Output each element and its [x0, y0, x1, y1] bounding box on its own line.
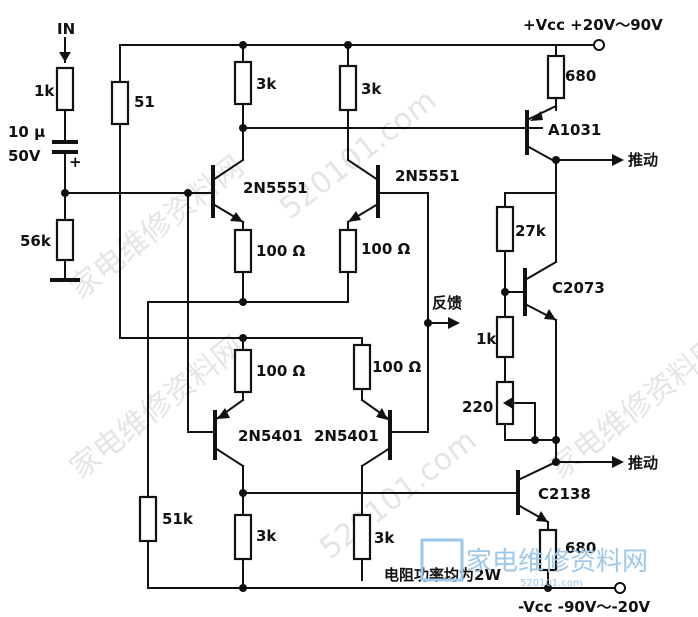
resistor-27k [495, 205, 515, 253]
feedback-arrow-icon [448, 317, 460, 329]
resistor-680-top [546, 54, 566, 100]
label-q3: 2N5401 [238, 427, 303, 445]
feedback-node [424, 317, 460, 329]
label-cap-value: 10 μ [8, 123, 45, 141]
label-r-in: 1k [34, 82, 55, 100]
resistor-100-d [352, 343, 372, 391]
driver-stage [495, 44, 624, 592]
label-vcc-neg: -Vcc -90V～-20V [518, 598, 651, 616]
resistor-3k-a [233, 60, 253, 106]
resistor-56k [55, 218, 75, 262]
resistor-3k-d [352, 513, 372, 561]
label-drive-bottom: 推动 [628, 454, 658, 472]
label-in: IN [57, 20, 75, 38]
logo-subtext: 520101.com [520, 578, 583, 589]
label-q-a1031: A1031 [548, 121, 601, 139]
resistor-1k-input [55, 66, 75, 112]
label-power-note: 电阻功率均为2W [384, 566, 501, 584]
label-r-100-a: 100 Ω [256, 242, 306, 260]
q4-branch [138, 301, 519, 589]
q2-branch [147, 44, 429, 433]
label-vcc-pos: +Vcc +20V～90V [523, 16, 663, 34]
supply-rails [119, 39, 626, 594]
trimmer-arrow-icon [503, 397, 513, 409]
q3-branch [187, 192, 253, 592]
input-arrow-icon [59, 52, 71, 62]
watermark-text: 520101.com [273, 83, 443, 226]
resistor-100-a [233, 228, 253, 274]
drive-top-arrow-icon [612, 154, 624, 166]
label-r-56k: 56k [20, 232, 52, 250]
vcc-neg-terminal [614, 582, 626, 594]
component-labels: IN +Vcc +20V～90V 1k 10 μ 50V + 56k 51 3k… [8, 16, 663, 616]
label-cap-voltage: 50V [8, 147, 41, 165]
resistor-3k-b [338, 64, 358, 112]
label-r-680-top: 680 [565, 67, 596, 85]
label-r-100-d: 100 Ω [372, 358, 422, 376]
label-r-51: 51 [134, 93, 155, 111]
label-q1: 2N5551 [243, 179, 308, 197]
resistor-100-b [338, 228, 358, 274]
label-r-3k-a: 3k [256, 75, 277, 93]
resistor-100-c [233, 348, 253, 394]
label-r-27k: 27k [515, 222, 547, 240]
label-q2: 2N5551 [395, 167, 460, 185]
label-r-100-c: 100 Ω [256, 362, 306, 380]
label-r-3k-c: 3k [256, 527, 277, 545]
label-q-c2138: C2138 [538, 485, 591, 503]
label-feedback: 反馈 [432, 294, 462, 312]
resistor-51k [138, 495, 158, 543]
logo-text: 家电维修资料网 [466, 547, 648, 577]
label-drive-top: 推动 [628, 151, 658, 169]
q1-branch [184, 44, 543, 306]
resistor-3k-c [233, 513, 253, 561]
resistor-51 [110, 80, 130, 126]
label-q-c2073: C2073 [552, 279, 605, 297]
label-r-1k-bias: 1k [476, 330, 497, 348]
resistor-1k-bias [495, 315, 515, 359]
drive-bottom-arrow-icon [612, 456, 624, 468]
label-r-3k-d: 3k [374, 529, 395, 547]
label-cap-plus: + [69, 153, 82, 171]
watermark-text: 家电维修资料网 [63, 329, 250, 486]
vcc-pos-terminal [593, 39, 605, 51]
site-logo: 家电维修资料网 520101.com [420, 538, 648, 589]
bias-51-branch [110, 44, 363, 339]
label-r-51k: 51k [162, 510, 194, 528]
label-r-220: 220 [462, 398, 493, 416]
label-r-680-bottom: 680 [565, 539, 596, 557]
input-stage [50, 37, 189, 282]
label-r-3k-b: 3k [361, 80, 382, 98]
label-q4: 2N5401 [314, 427, 379, 445]
label-r-100-b: 100 Ω [361, 240, 411, 258]
